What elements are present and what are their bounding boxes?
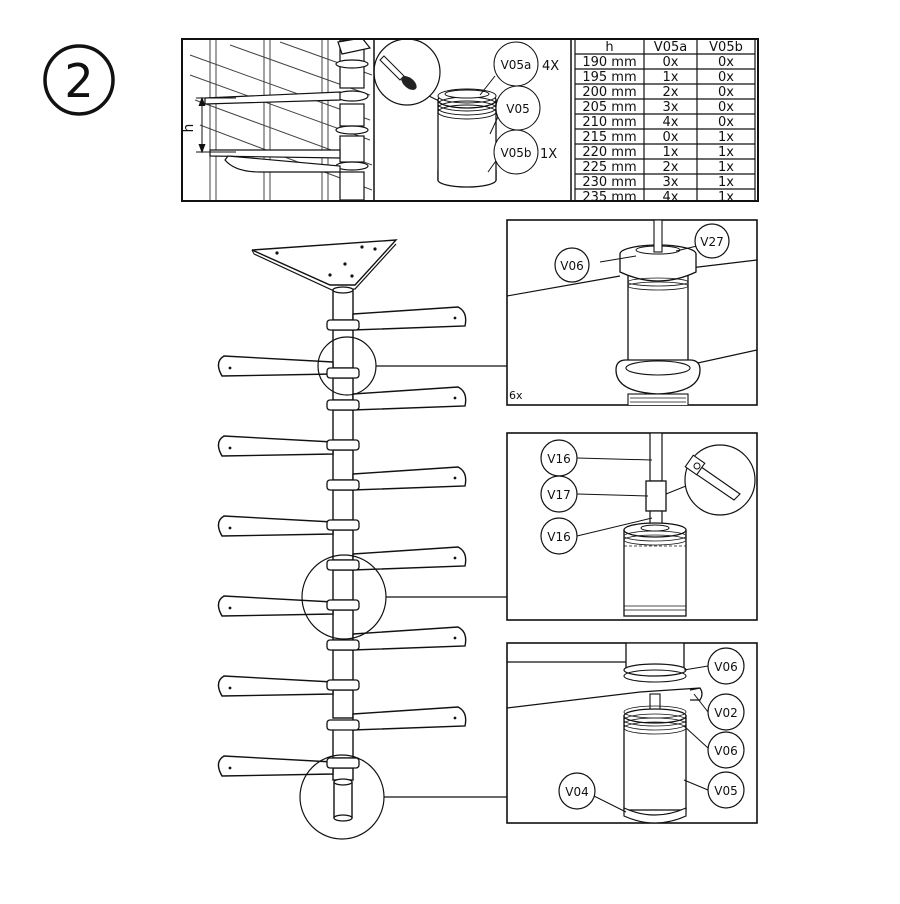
table-cell: 1x: [663, 70, 679, 85]
table-cell: 205 mm: [582, 100, 636, 115]
table-cell: 225 mm: [582, 160, 636, 175]
detail-bottom-label-v04: V04: [565, 785, 588, 799]
step-badge: 2: [43, 44, 115, 116]
table-cell: 1x: [718, 190, 734, 205]
detail-bottom-label-v06-top: V06: [714, 660, 737, 674]
detail-bottom-label-v05: V05: [714, 784, 737, 798]
table-cell: 0x: [718, 70, 734, 85]
table-cell: 0x: [718, 55, 734, 70]
table-cell: 4x: [663, 115, 679, 130]
table-cell: 215 mm: [582, 130, 636, 145]
table-cell: 190 mm: [582, 55, 636, 70]
detail-bottom-label-v02: V02: [714, 706, 737, 720]
callout-v05a: V05a: [501, 58, 532, 72]
callout-v05b: V05b: [500, 146, 531, 160]
table-cell: 210 mm: [582, 115, 636, 130]
callout-v05b-qty: 1X: [540, 147, 557, 162]
spacer-rings-panel: V05a 4X V05 V05b 1X: [373, 38, 559, 188]
table-cell: 0x: [663, 130, 679, 145]
table-header-cell: V05b: [709, 40, 743, 55]
table-cell: 2x: [663, 85, 679, 100]
table-cell: 230 mm: [582, 175, 636, 190]
detail-top-label-v06: V06: [560, 259, 583, 273]
callout-v05a-qty: 4X: [542, 59, 559, 74]
table-cell: 195 mm: [582, 70, 636, 85]
detail-middle-label-v17: V17: [547, 488, 570, 502]
detail-bottom-label-v06-bottom: V06: [714, 744, 737, 758]
table-cell: 3x: [663, 100, 679, 115]
detail-callouts: [299, 336, 507, 840]
detail-top-count: 6x: [509, 389, 523, 402]
table-cell: 200 mm: [582, 85, 636, 100]
table-cell: 0x: [663, 55, 679, 70]
table-cell: 1x: [663, 145, 679, 160]
stair-height-panel: h: [181, 40, 373, 200]
table-cell: 4x: [663, 190, 679, 205]
landing-plate: [251, 239, 398, 291]
detail-top-drawing: [507, 220, 757, 405]
table-cell: 2x: [663, 160, 679, 175]
table-cell: 1x: [718, 145, 734, 160]
table-cell: 1x: [718, 130, 734, 145]
detail-middle-label-v16-bottom: V16: [547, 530, 570, 544]
detail-middle-label-v16-top: V16: [547, 452, 570, 466]
table-cell: 1x: [718, 175, 734, 190]
height-dimension-label: h: [181, 124, 197, 133]
detail-top-label-v27: V27: [700, 235, 723, 249]
magnifier-icon: [373, 38, 466, 115]
table-header-cell: h: [605, 40, 613, 55]
table-cell: 235 mm: [582, 190, 636, 205]
table-header-cell: V05a: [654, 40, 687, 55]
step-number: 2: [64, 54, 93, 108]
detail-bottom-drawing: [507, 643, 745, 823]
exploded-staircase-column: [217, 239, 507, 840]
table-cell: 3x: [663, 175, 679, 190]
detail-middle-drawing: [540, 433, 756, 617]
spacer-cylinder: [437, 88, 497, 188]
table-cell: 0x: [718, 100, 734, 115]
top-strip-frame: [181, 38, 759, 202]
table-cell: 1x: [718, 160, 734, 175]
table-cell: 0x: [718, 115, 734, 130]
callout-v05: V05: [506, 102, 529, 116]
table-cell: 220 mm: [582, 145, 636, 160]
table-cell: 0x: [718, 85, 734, 100]
